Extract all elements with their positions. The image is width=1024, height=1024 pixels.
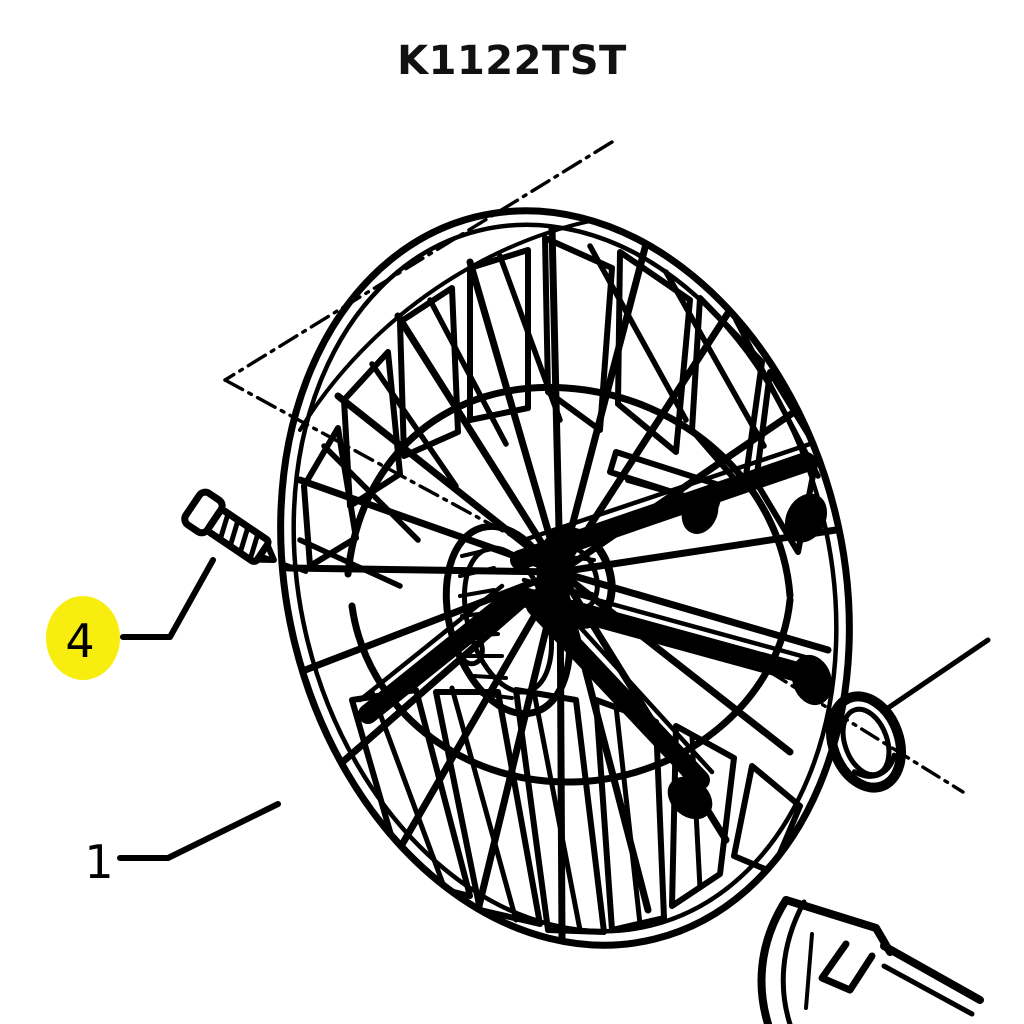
- fan-wheel-impeller: [277, 207, 853, 949]
- bracket-curved-flange-inner: [780, 899, 807, 1024]
- fan-hub-boss: [536, 527, 616, 629]
- bracket-tab: [818, 940, 876, 994]
- screw-alignment-dash: [260, 554, 308, 574]
- centerline-lower-vee-arm: [223, 378, 562, 564]
- page-title: K1122TST: [397, 38, 627, 84]
- screw-threads: [217, 510, 261, 563]
- callout-4-label: 4: [65, 614, 94, 668]
- fan-hub-key-rib: [607, 449, 725, 509]
- fan-dish-edge-upper: [298, 212, 642, 432]
- callout-4[interactable]: 4: [46, 557, 216, 680]
- washer-ring: [826, 691, 906, 793]
- fan-hub-arms: [358, 452, 822, 790]
- fan-blade-ribs-lower: [369, 685, 703, 933]
- callout-4-highlight: [46, 596, 120, 680]
- bracket-curved-flange: [757, 896, 790, 1024]
- washer-outer-edge: [826, 691, 906, 793]
- centerline-upper-vee-arm: [223, 140, 614, 382]
- bracket-top-edge: [782, 896, 894, 956]
- fan-blade-tip-caps: [667, 490, 833, 820]
- bracket-arm: [880, 942, 984, 1004]
- bracket-rib: [804, 932, 814, 1010]
- fan-hub: [442, 522, 574, 718]
- callout-4-leader-line: [120, 557, 216, 640]
- fan-blade-ribs: [297, 243, 821, 589]
- callout-1-leader-line: [117, 801, 281, 861]
- callout-1-label: 1: [84, 835, 113, 889]
- washer-thickness-arc: [851, 752, 897, 779]
- screw-shank: [205, 507, 272, 565]
- bracket-arm-inner: [881, 963, 975, 1017]
- construction-centerlines: [223, 140, 614, 564]
- fan-rim-outer: [277, 207, 853, 949]
- screw-bolt: [181, 488, 277, 565]
- washer-leader-line: [885, 637, 991, 711]
- bracket-fragment: [757, 896, 984, 1024]
- callout-1[interactable]: 1: [84, 801, 281, 889]
